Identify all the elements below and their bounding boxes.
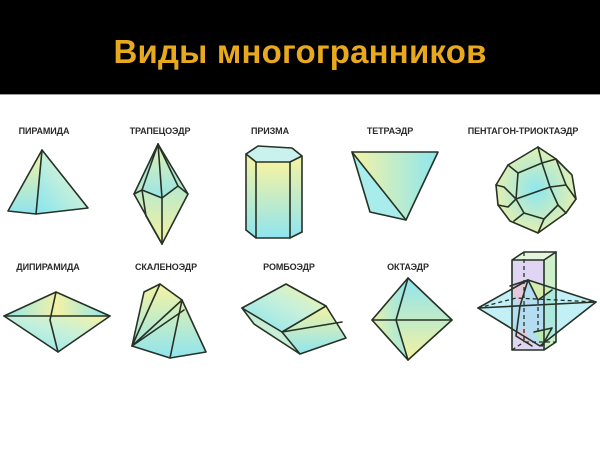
label-octahedron: ОКТАЭДР	[387, 262, 429, 272]
scalenohedron-icon	[128, 282, 210, 362]
pyramid-icon	[6, 148, 90, 218]
label-pyramid: ПИРАМИДА	[18, 126, 70, 136]
label-tetrahedron: ТЕТРАЭДР	[366, 126, 414, 136]
label-pentagonal-icositetrahedron: ПЕНТАГОН-ТРИОКТАЭДР	[467, 126, 579, 136]
rhombohedron-icon	[238, 282, 348, 355]
combined-prism-dipyramid-icon	[476, 250, 600, 354]
octahedron-icon	[370, 276, 454, 362]
tetrahedron-icon	[350, 150, 440, 222]
dipyramid-icon	[2, 290, 112, 354]
label-scalenohedron: СКАЛЕНОЭДР	[134, 262, 197, 272]
trapezohedron-icon	[132, 143, 192, 245]
pentagonal-icositetrahedron-icon	[494, 145, 577, 235]
polyhedra-grid: ПИРАМИДА ТРАПЕЦОЭДР ПРИЗМА	[0, 96, 600, 450]
slide-header: Виды многогранников	[0, 0, 600, 95]
prism-icon	[244, 144, 304, 242]
slide-title: Виды многогранников	[113, 33, 487, 70]
label-rhombohedron: РОМБОЭДР	[263, 262, 315, 272]
label-trapezohedron: ТРАПЕЦОЭДР	[129, 126, 191, 136]
label-prism: ПРИЗМА	[251, 126, 289, 136]
label-dipyramid: ДИПИРАМИДА	[16, 262, 80, 272]
